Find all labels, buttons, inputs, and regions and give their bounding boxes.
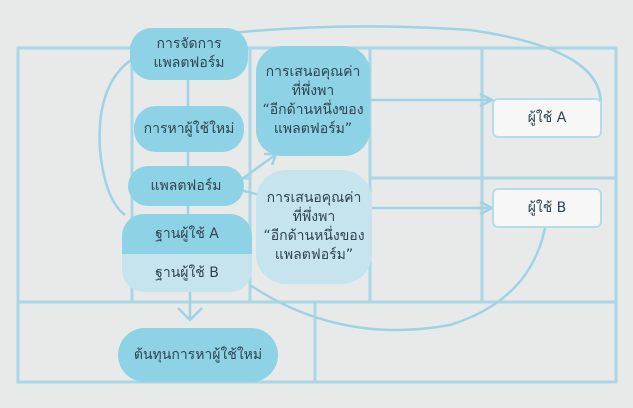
- acquisition-label: การหาผู้ใช้ใหม่: [143, 120, 235, 137]
- value-prop-1-bubble: การเสนอคุณค่า ที่พึ่งพา “อีกด้านหนึ่งของ…: [256, 46, 370, 156]
- segment-b-box: ผู้ใช้ B: [492, 188, 602, 228]
- cost-bubble: ต้นทุนการหาผู้ใช้ใหม่: [118, 328, 278, 382]
- user-base-a: ฐานผู้ใช้ A: [122, 214, 252, 254]
- platform-bubble: แพลตฟอร์ม: [128, 166, 244, 206]
- segment-a-box: ผู้ใช้ A: [492, 98, 602, 138]
- user-base-bubble: ฐานผู้ใช้ A ฐานผู้ใช้ B: [122, 214, 252, 292]
- loop-arrow-left: [98, 48, 151, 216]
- value-prop-2-bubble: การเสนอคุณค่า ที่พึ่งพา “อีกด้านหนึ่งของ…: [256, 170, 372, 284]
- value-prop-1-label: การเสนอคุณค่า ที่พึ่งพา “อีกด้านหนึ่งของ…: [262, 64, 364, 137]
- user-base-a-label: ฐานผู้ใช้ A: [155, 225, 219, 242]
- arrow-to-cost: [177, 292, 203, 322]
- cost-label: ต้นทุนการหาผู้ใช้ใหม่: [133, 346, 263, 363]
- user-base-b: ฐานผู้ใช้ B: [122, 254, 252, 292]
- loop-arrow-bottom: [249, 227, 547, 332]
- key-activities-label: การจัดการ แพลตฟอร์ม: [153, 36, 225, 71]
- arrow-to-user-a: [370, 92, 495, 108]
- platform-label: แพลตฟอร์ม: [150, 177, 222, 194]
- key-activities-bubble: การจัดการ แพลตฟอร์ม: [130, 28, 248, 80]
- acquisition-bubble: การหาผู้ใช้ใหม่: [134, 106, 244, 152]
- value-prop-2-label: การเสนอคุณค่า ที่พึ่งพา “อีกด้านหนึ่งของ…: [263, 190, 365, 263]
- segment-b-label: ผู้ใช้ B: [527, 200, 567, 216]
- user-base-b-label: ฐานผู้ใช้ B: [155, 264, 219, 281]
- segment-a-label: ผู้ใช้ A: [527, 110, 567, 126]
- arrow-to-user-b: [372, 200, 495, 216]
